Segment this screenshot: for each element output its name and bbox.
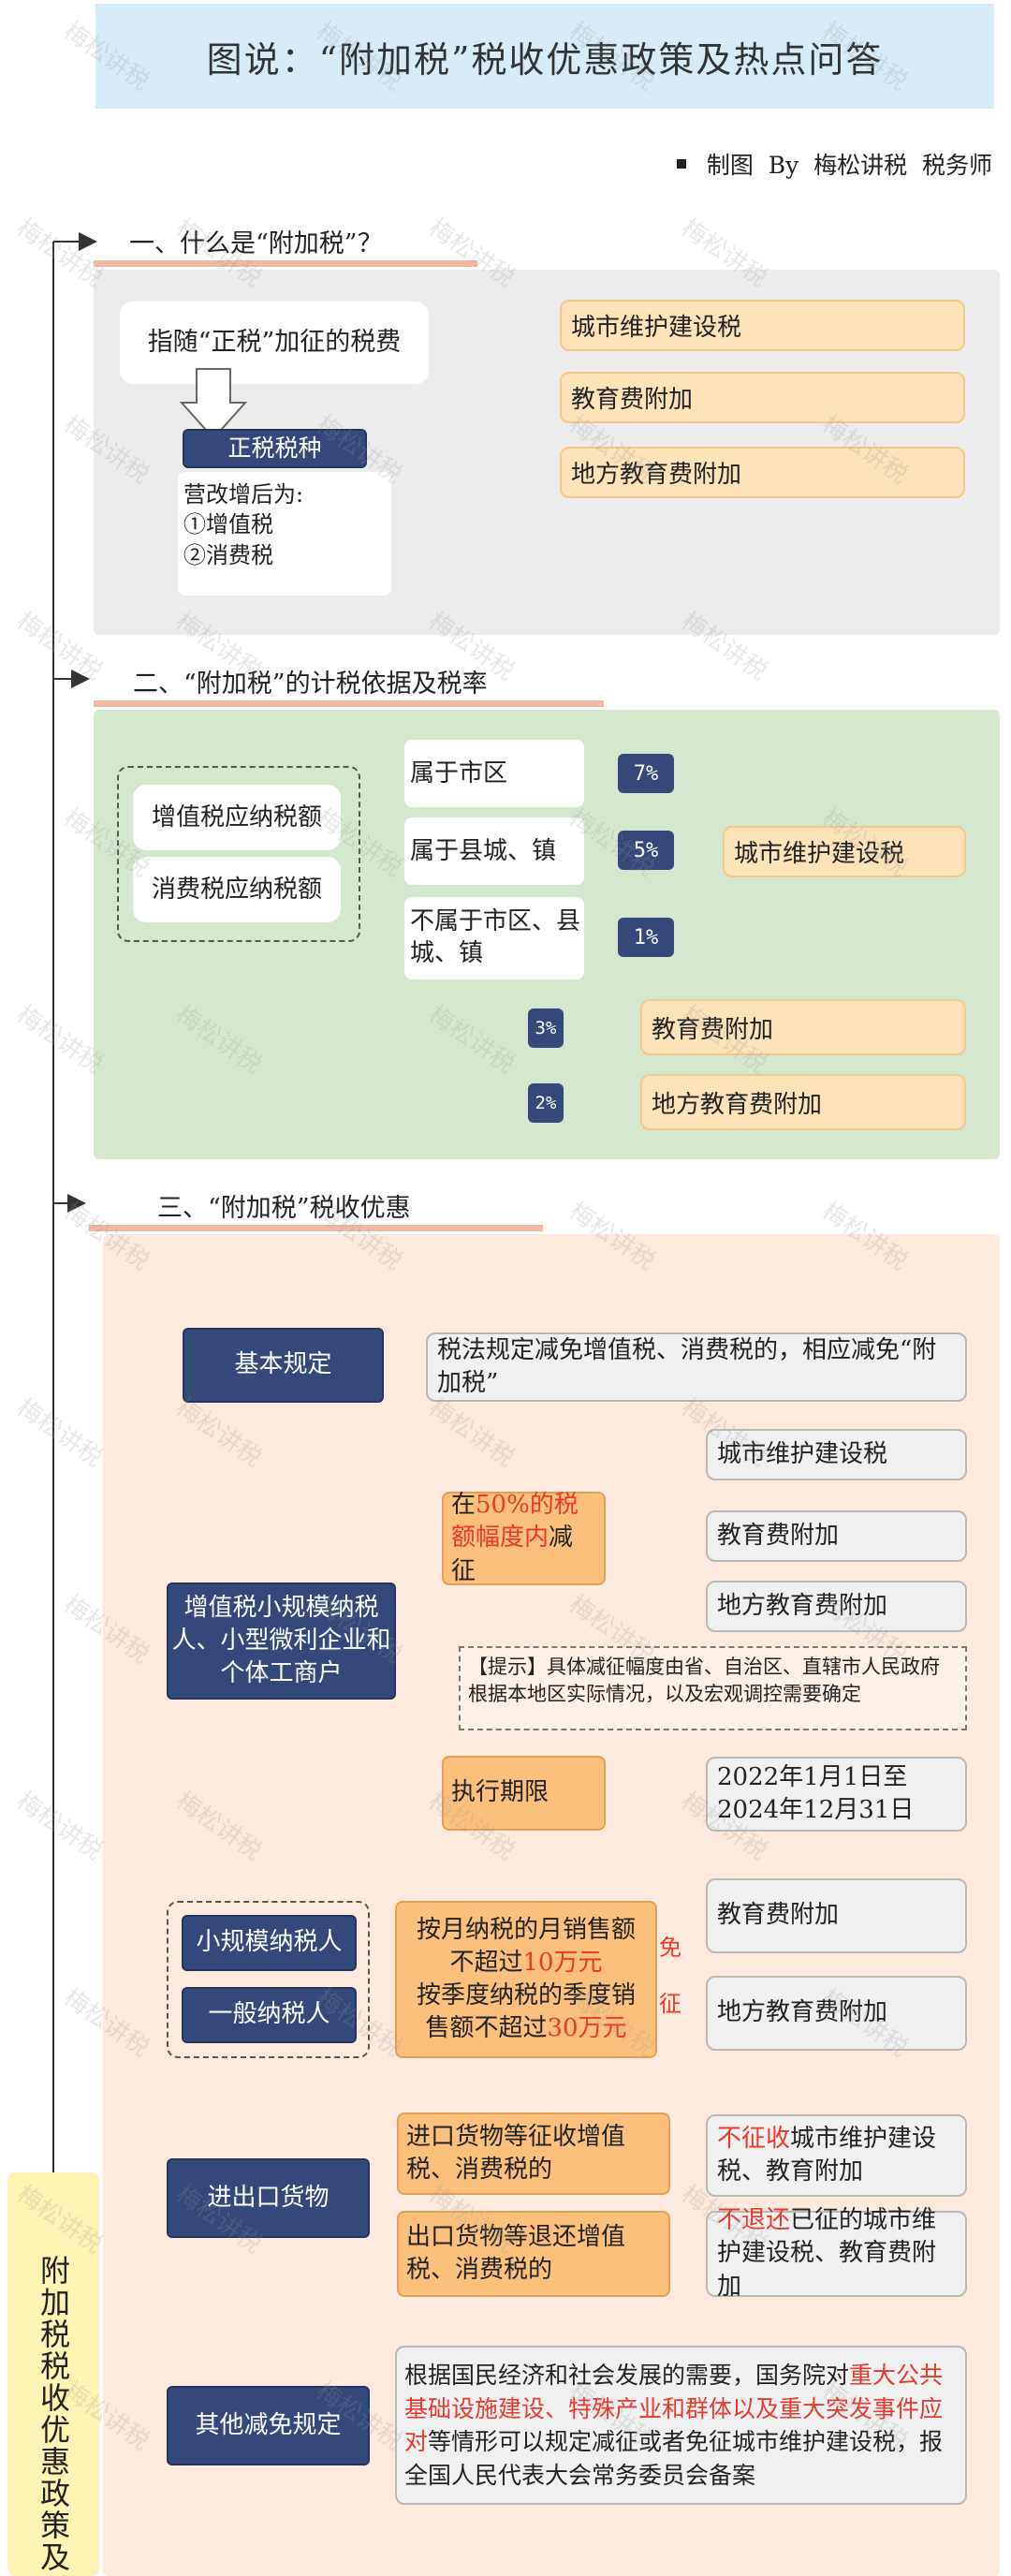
cond-red: 10万元	[522, 1948, 603, 1977]
section1-heading: 一、什么是“附加税”？	[129, 229, 383, 258]
cond-line: 售额不超过30万元	[425, 2012, 626, 2045]
title-banner	[95, 4, 994, 109]
export-result: 不退还已征的城市维护建设税、教育费附加	[706, 2206, 967, 2301]
export-desc: 出口货物等退还增值税、消费税的	[397, 2211, 670, 2297]
cond-pre: 不超过	[449, 1948, 523, 1977]
exempt-item: 教育费附加	[706, 1878, 967, 1953]
cond-line: 按月纳税的月销售额	[416, 1915, 636, 1944]
location-other: 不属于市区、县城、镇	[404, 897, 584, 979]
section2-underline	[94, 700, 604, 707]
cond-pre: 售额不超过	[425, 2014, 548, 2043]
surtax-item: 教育费附加	[560, 372, 965, 423]
exempt-char: 免	[659, 1935, 681, 1961]
halved-item: 地方教育费附加	[706, 1581, 967, 1632]
main-tax-label: 正税税种	[183, 429, 367, 468]
section2-heading: 二、“附加税”的计税依据及税率	[133, 670, 488, 699]
location-town: 属于县城、镇	[404, 817, 584, 885]
exempt-item: 地方教育费附加	[706, 1976, 967, 2051]
halve-post: 减征	[451, 1524, 574, 1585]
side-tab: 附加税税收优惠政策及	[7, 2172, 99, 2576]
halve-text: 在50%的税额幅度内减征	[451, 1489, 596, 1587]
edu-tax-box: 教育费附加	[640, 999, 966, 1055]
import-desc: 进口货物等征收增值税、消费税的	[397, 2112, 670, 2195]
other-red: 重大公共基础设施建设、特殊产业和群体以及重大突发事件应对	[404, 2362, 944, 2455]
cond-line: 按季度纳税的季度销	[416, 1981, 636, 2009]
import-export-label: 进出口货物	[167, 2158, 370, 2238]
rate-badge: 7%	[618, 754, 674, 793]
rate-badge: 5%	[618, 831, 674, 870]
section3-heading: 三、“附加税”税收优惠	[157, 1194, 411, 1223]
other-rule-label: 其他减免规定	[167, 2386, 370, 2466]
down-arrow-icon	[180, 368, 247, 440]
urban-tax-box: 城市维护建设税	[723, 826, 966, 877]
import-result: 不征收城市维护建设税、教育附加	[706, 2114, 967, 2197]
other-rule-text: 根据国民经济和社会发展的需要，国务院对重大公共基础设施建设、特殊产业和群体以及重…	[404, 2359, 958, 2492]
main-tax-note-line: 营改增后为:	[183, 481, 304, 508]
small-taxpayer-label: 增值税小规模纳税人、小型微利企业和个体工商户	[167, 1582, 396, 1700]
halve-pre: 在	[451, 1491, 476, 1520]
halved-item: 城市维护建设税	[706, 1429, 967, 1480]
period-label: 执行期限	[442, 1756, 606, 1831]
other-pre: 根据国民经济和社会发展的需要，国务院对	[404, 2362, 850, 2389]
section3-underline	[89, 1225, 543, 1231]
import-result-text: 不征收城市维护建设税、教育附加	[717, 2123, 956, 2188]
halve-condition: 在50%的税额幅度内减征	[442, 1489, 606, 1587]
side-tab-label: 附加税税收优惠政策及	[36, 2254, 71, 2573]
exempt-condition: 按月纳税的月销售额 不超过10万元 按季度纳税的季度销 售额不超过30万元	[395, 1901, 657, 2058]
other-rule-desc: 根据国民经济和社会发展的需要，国务院对重大公共基础设施建设、特殊产业和群体以及重…	[395, 2346, 967, 2505]
main-tax-note-line: ①增值税	[183, 511, 273, 538]
main-tax-note-line: ②消费税	[183, 541, 273, 568]
main-tax-note: 营改增后为: ①增值税 ②消费税	[178, 472, 391, 596]
payer-small: 小规模纳税人	[182, 1915, 357, 1971]
page-title: 图说：“附加税”税收优惠政策及热点问答	[206, 38, 884, 81]
rate-badge: 3%	[528, 1008, 564, 1048]
basic-rule-desc: 税法规定减免增值税、消费税的，相应减免“附加税”	[426, 1332, 967, 1402]
location-urban: 属于市区	[404, 740, 584, 807]
bullet-square-icon	[676, 159, 686, 169]
tax-basis-group	[117, 766, 360, 942]
cond-line: 不超过10万元	[449, 1947, 602, 1980]
cond-red: 30万元	[547, 2014, 627, 2043]
export-rest: 已征的城市维护建设税、教育费附加	[717, 2206, 937, 2301]
exempt-char: 征	[659, 1991, 681, 2017]
payer-group	[167, 1901, 370, 2058]
author-line: 制图 By 梅松讲税 税务师	[599, 145, 992, 183]
rate-badge: 1%	[618, 918, 674, 957]
period-value: 2022年1月1日至2024年12月31日	[706, 1757, 967, 1832]
other-post: 等情形可以规定减征或者免征城市维护建设税，报全国人民代表大会常务委员会备案	[404, 2428, 944, 2489]
export-result-text: 不退还已征的城市维护建设税、教育费附加	[717, 2204, 956, 2303]
rate-badge: 2%	[528, 1083, 564, 1123]
surtax-item: 地方教育费附加	[560, 447, 965, 498]
export-red: 不退还	[717, 2206, 791, 2235]
definition-box: 指随“正税”加征的税费	[120, 302, 429, 384]
import-red: 不征收	[717, 2124, 791, 2153]
section1-underline	[94, 260, 477, 267]
basic-rule-label: 基本规定	[183, 1328, 384, 1403]
basis-vat: 增值税应纳税额	[133, 785, 341, 850]
author-text: 制图 By 梅松讲税 税务师	[706, 152, 992, 179]
halved-item: 教育费附加	[706, 1510, 967, 1562]
surtax-item: 城市维护建设税	[560, 300, 965, 351]
local-edu-tax-box: 地方教育费附加	[640, 1074, 966, 1130]
import-rest: 城市维护建设税、教育附加	[717, 2124, 937, 2186]
tip-note: 【提示】具体减征幅度由省、自治区、直辖市人民政府根据本地区实际情况，以及宏观调控…	[459, 1646, 967, 1730]
halve-red: 50%的税额幅度内	[451, 1491, 579, 1553]
payer-general: 一般纳税人	[182, 1987, 357, 2043]
basis-consumption: 消费税应纳税额	[133, 857, 341, 922]
